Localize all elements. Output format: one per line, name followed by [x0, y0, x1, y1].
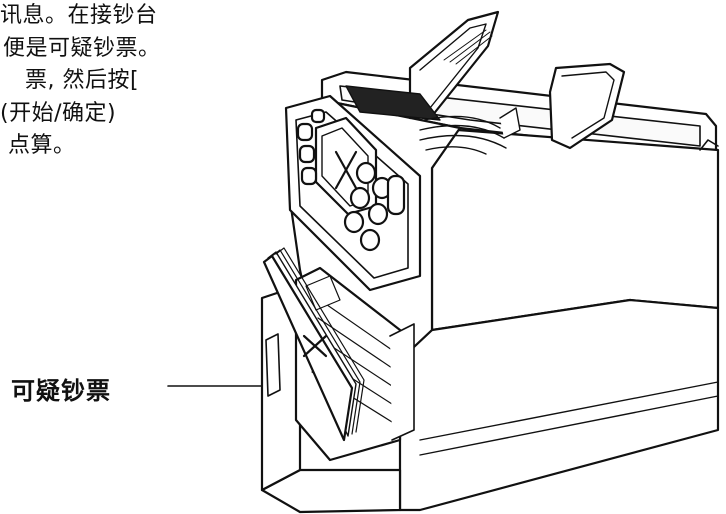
suspect-note-label: 可疑钞票 — [11, 377, 111, 405]
hopper-guides — [408, 10, 626, 150]
side-handle — [265, 333, 281, 397]
instruction-line-1: 讯息。在接钞台 — [0, 3, 158, 28]
instruction-text: 讯息。在接钞台 便是可疑钞票。 票, 然后按[ (开始/确定) 点算。 — [0, 0, 161, 163]
suspect-note-stack — [262, 247, 365, 442]
machine-body — [260, 70, 720, 514]
instruction-line-5: 点算。 — [8, 133, 76, 158]
panel-buttons — [343, 161, 406, 252]
control-panel — [284, 94, 422, 292]
x-mark-icon — [302, 334, 328, 358]
instruction-line-3: 票, 然后按[ — [25, 68, 140, 93]
panel-side-buttons — [296, 108, 326, 186]
hopper-interior — [345, 85, 521, 155]
x-mark-icon — [334, 150, 358, 190]
instruction-line-4: (开始/确定) — [0, 100, 117, 126]
stacker-pocket — [294, 266, 415, 462]
instruction-line-2: 便是可疑钞票。 — [3, 35, 161, 61]
